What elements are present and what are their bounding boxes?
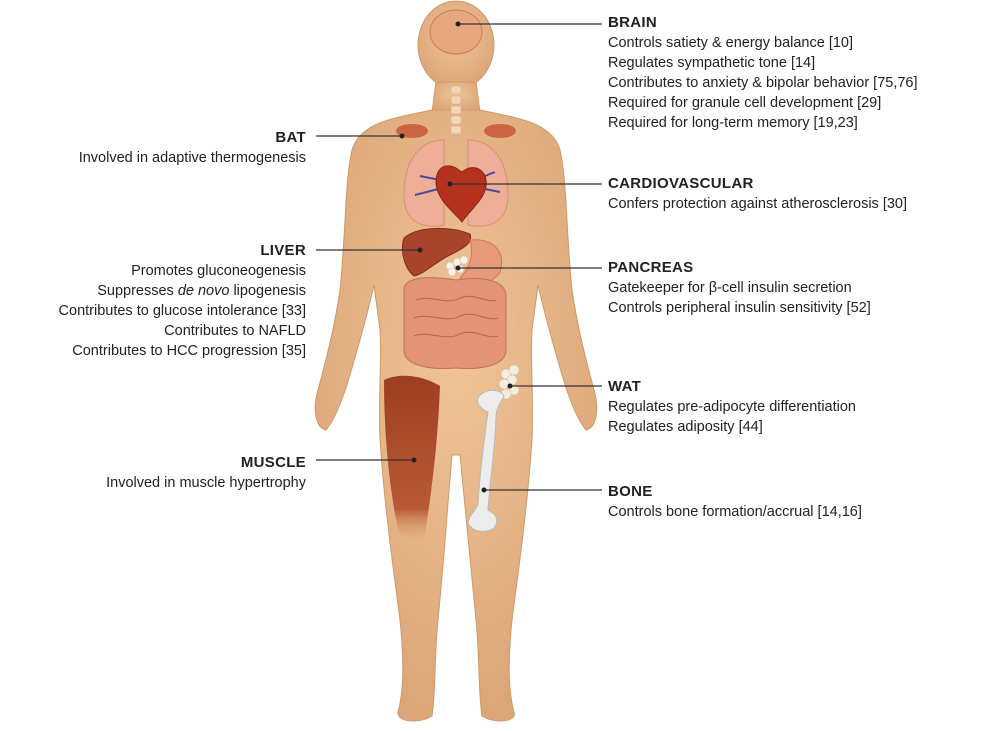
- cardio-annotation: CARDIOVASCULAR Confers protection agains…: [608, 174, 907, 214]
- brain-item: Contributes to anxiety & bipolar behavio…: [608, 73, 918, 93]
- bat-annotation: BAT Involved in adaptive thermogenesis: [79, 128, 306, 168]
- brain-annotation: BRAIN Controls satiety & energy balance …: [608, 13, 918, 133]
- de-novo-italic: de novo: [178, 283, 230, 299]
- bat-title: BAT: [79, 128, 306, 148]
- brain-item: Required for long-term memory [19,23]: [608, 113, 918, 133]
- cardio-title: CARDIOVASCULAR: [608, 174, 907, 194]
- muscle-title: MUSCLE: [106, 453, 306, 473]
- liver-item: Contributes to glucose intolerance [33]: [59, 301, 306, 321]
- muscle-annotation: MUSCLE Involved in muscle hypertrophy: [106, 453, 306, 493]
- bone-annotation: BONE Controls bone formation/accrual [14…: [608, 482, 862, 522]
- wat-title: WAT: [608, 377, 856, 397]
- brain-title: BRAIN: [608, 13, 918, 33]
- bone-item: Controls bone formation/accrual [14,16]: [608, 502, 862, 522]
- brain-item: Required for granule cell development [2…: [608, 93, 918, 113]
- brain-item: Controls satiety & energy balance [10]: [608, 33, 918, 53]
- wat-item: Regulates adiposity [44]: [608, 417, 856, 437]
- intestines: [404, 278, 506, 369]
- pancreas-annotation: PANCREAS Gatekeeper for β-cell insulin s…: [608, 258, 871, 318]
- liver-annotation: LIVER Promotes gluconeogenesis Suppresse…: [59, 241, 306, 361]
- brain-organ: [430, 10, 482, 54]
- liver-item: Suppresses de novo lipogenesis: [59, 281, 306, 301]
- liver-item: Promotes gluconeogenesis: [59, 261, 306, 281]
- liver-item: Contributes to NAFLD: [59, 321, 306, 341]
- wat-annotation: WAT Regulates pre-adipocyte differentiat…: [608, 377, 856, 437]
- pancreas-item: Gatekeeper for β-cell insulin secretion: [608, 278, 871, 298]
- cardio-item: Confers protection against atheroscleros…: [608, 194, 907, 214]
- pancreas-item: Controls peripheral insulin sensitivity …: [608, 298, 871, 318]
- wat-item: Regulates pre-adipocyte differentiation: [608, 397, 856, 417]
- bone-title: BONE: [608, 482, 862, 502]
- liver-title: LIVER: [59, 241, 306, 261]
- spine: [451, 86, 461, 134]
- pancreas-title: PANCREAS: [608, 258, 871, 278]
- bat-item: Involved in adaptive thermogenesis: [79, 148, 306, 168]
- muscle-item: Involved in muscle hypertrophy: [106, 473, 306, 493]
- brain-item: Regulates sympathetic tone [14]: [608, 53, 918, 73]
- liver-item: Contributes to HCC progression [35]: [59, 341, 306, 361]
